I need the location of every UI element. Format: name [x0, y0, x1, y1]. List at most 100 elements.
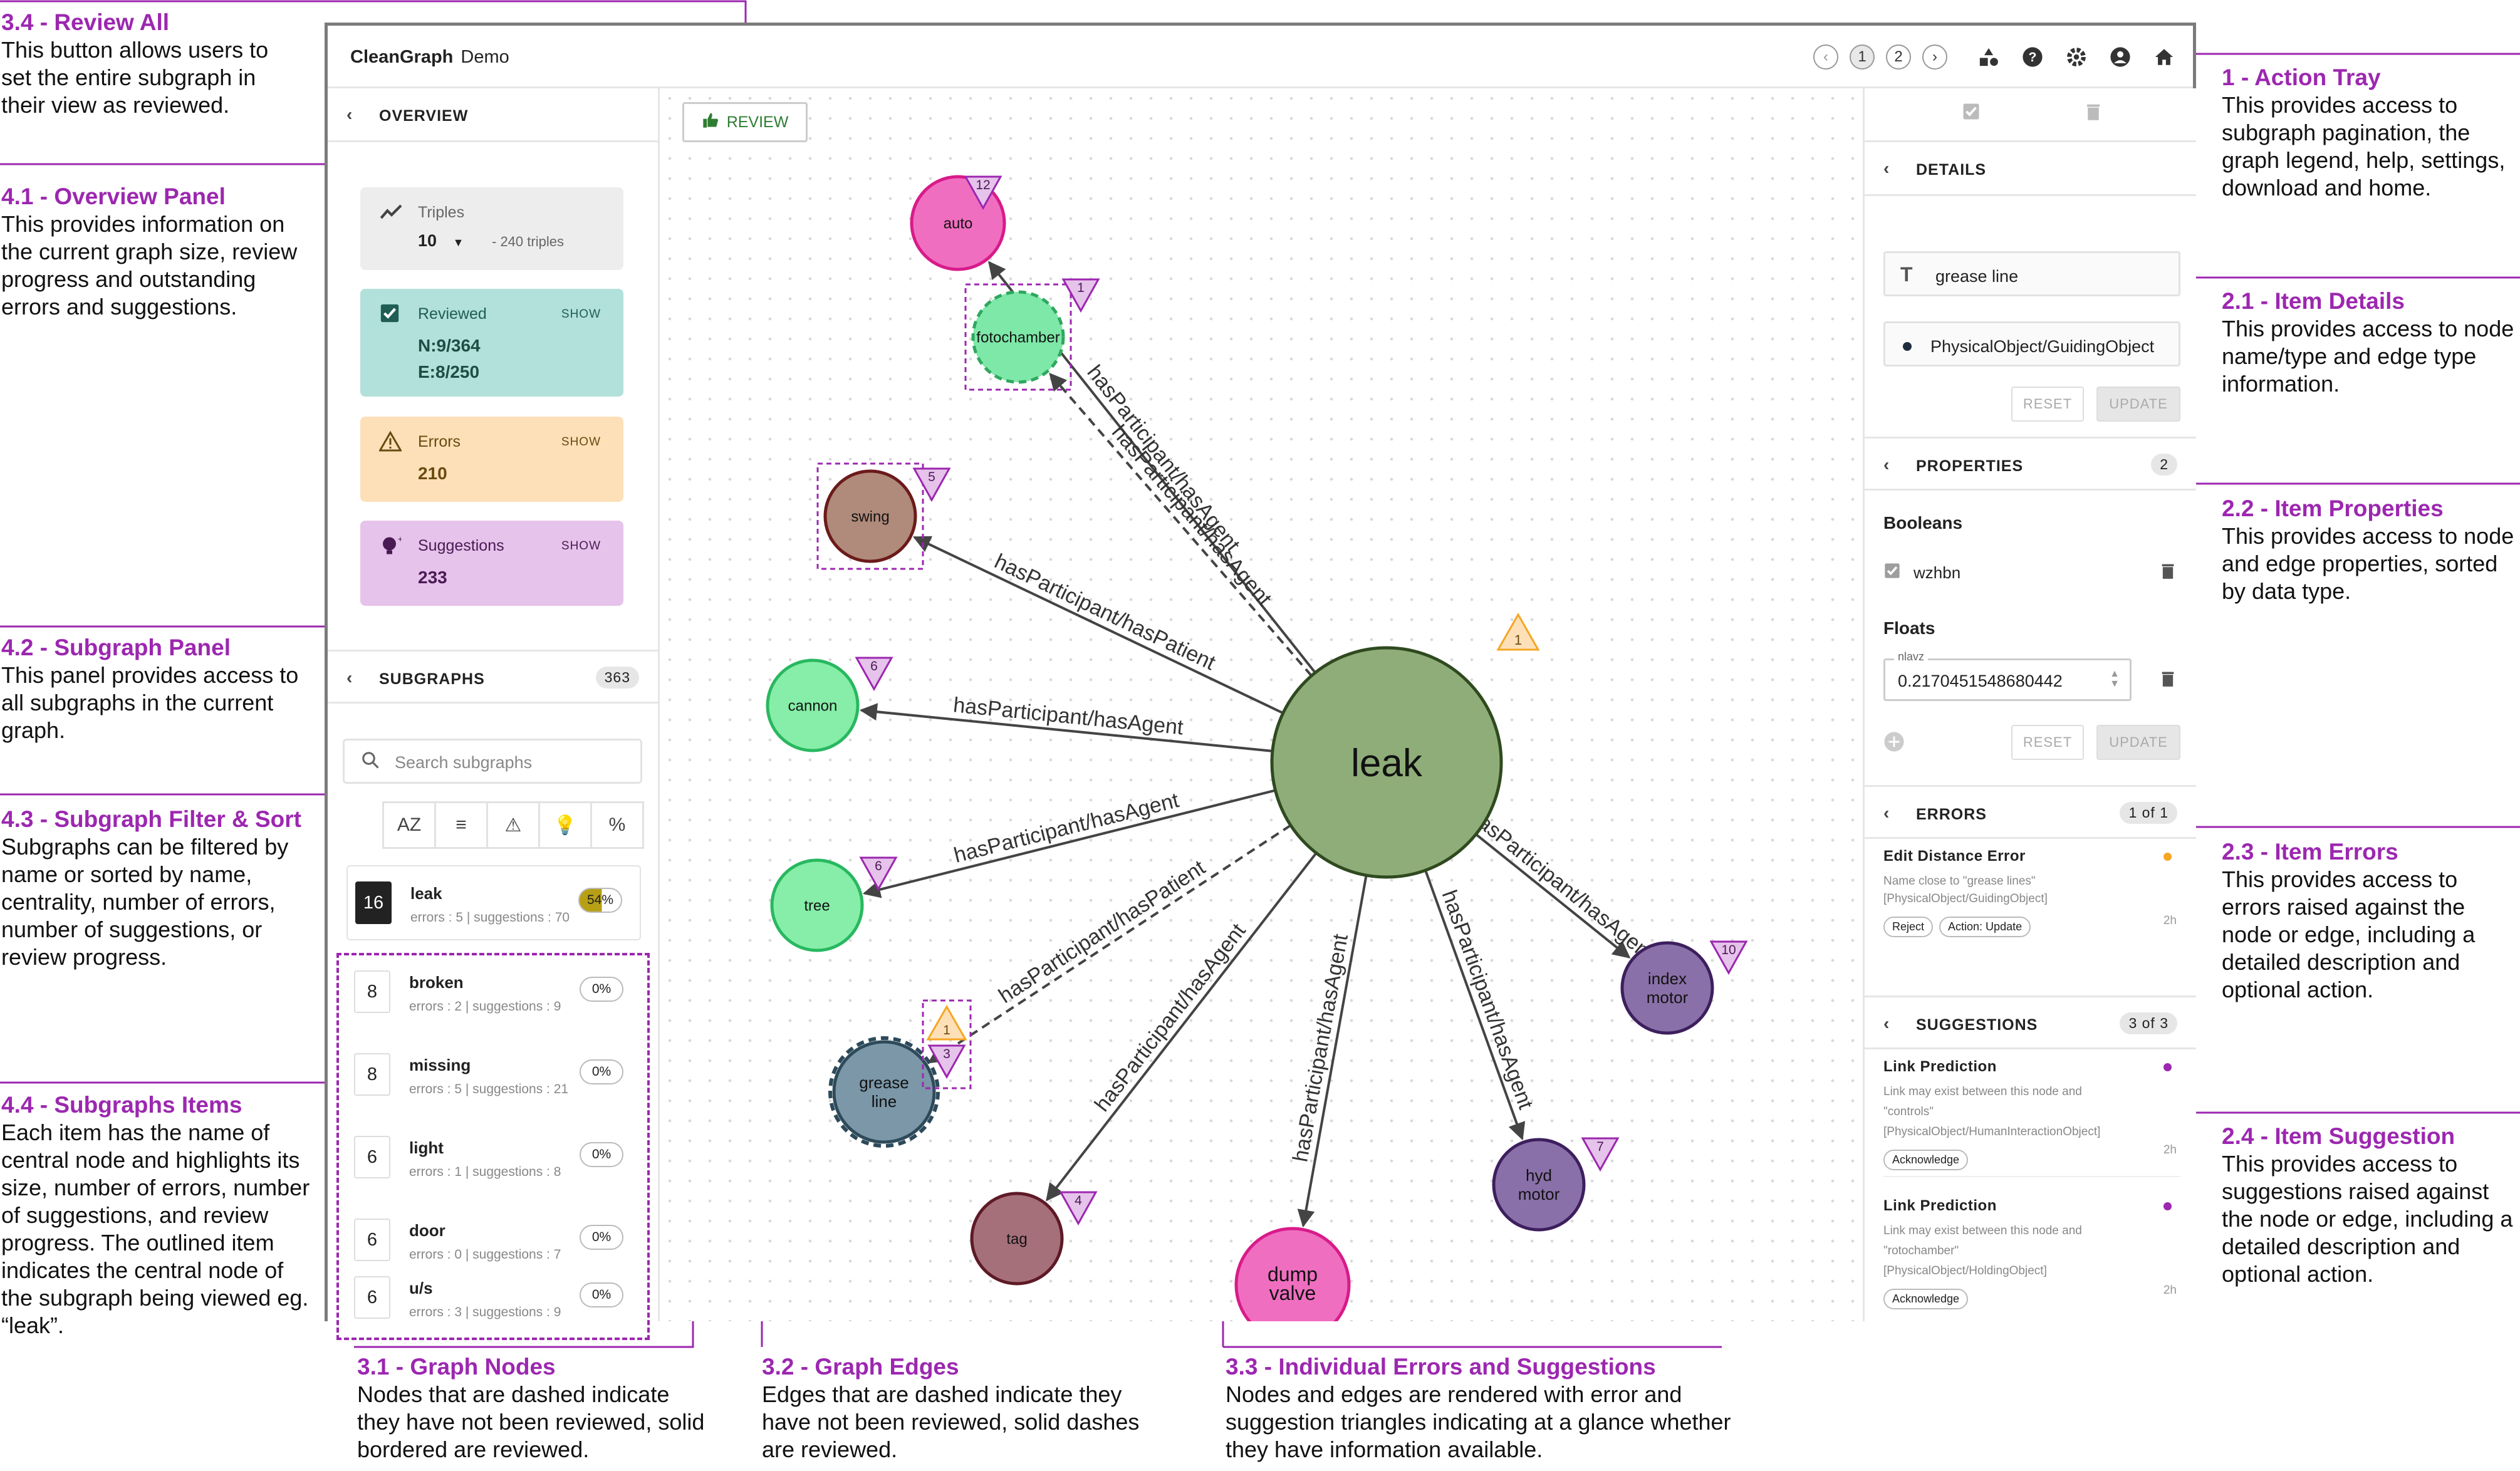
graph-edge-hyd-motor[interactable]	[1424, 870, 1526, 1141]
add-property-icon[interactable]	[1883, 731, 1905, 756]
suggestions-label: Suggestions	[418, 537, 504, 554]
error-triangle-icon[interactable]	[926, 1004, 967, 1041]
subgraph-progress: 0%	[580, 1282, 623, 1307]
suggestions-header[interactable]: ‹ SUGGESTIONS 3 of 3	[1865, 995, 2196, 1049]
graph-node-tree[interactable]	[770, 858, 864, 952]
page-2-button[interactable]: 2	[1886, 44, 1911, 70]
graph-edge-index-motor[interactable]	[1475, 833, 1631, 959]
checkbox-icon[interactable]	[1883, 562, 1901, 583]
suggestion-triangle-icon[interactable]	[859, 856, 898, 891]
suggestion-triangle-icon[interactable]	[1581, 1137, 1620, 1172]
float-property-input[interactable]: nlavz 0.2170451548680442 ▲▼	[1883, 650, 2132, 701]
annotation-title: 4.1 - Overview Panel	[1, 184, 226, 209]
graph-edge-dump-valve[interactable]	[1297, 875, 1368, 1228]
node-type-select[interactable]: PhysicalObject/GuidingObject	[1883, 321, 2180, 366]
suggestion-triangle-icon[interactable]	[964, 175, 1002, 211]
graph-node-swing[interactable]	[823, 469, 917, 563]
subgraph-item-light[interactable]: 6 light errors : 1 | suggestions : 8 0%	[346, 1121, 641, 1196]
error-status-dot	[2163, 853, 2172, 861]
graph-node-center[interactable]	[1270, 646, 1503, 879]
graph-node-tag[interactable]	[970, 1192, 1064, 1286]
download-icon[interactable]	[2104, 41, 2137, 73]
settings-icon[interactable]	[2060, 41, 2093, 73]
chevron-left-icon[interactable]: ‹	[1883, 159, 1890, 178]
error-triangle-icon[interactable]	[1496, 612, 1540, 651]
graph-edge-tree[interactable]	[862, 789, 1276, 898]
suggestion-triangle-icon[interactable]	[1709, 940, 1748, 975]
chevron-left-icon[interactable]: ‹	[1883, 1014, 1890, 1033]
graph-node-fotochamber[interactable]	[971, 290, 1065, 384]
graph-node-dump-valve[interactable]	[1234, 1227, 1351, 1321]
details-update-button[interactable]: UPDATE	[2096, 387, 2180, 422]
chevron-left-icon[interactable]: ‹	[346, 668, 353, 687]
graph-canvas[interactable]: REVIEW hasParticipant/hasAgent hasPartici…	[660, 88, 1863, 1321]
sort-suggestions-button[interactable]: 💡	[538, 801, 592, 849]
suggestion-triangle-icon[interactable]	[1059, 1191, 1098, 1226]
search-subgraphs-input[interactable]: Search subgraphs	[343, 739, 642, 784]
chevron-left-icon[interactable]: ‹	[346, 105, 353, 124]
subgraphs-header[interactable]: ‹ SUBGRAPHS 363	[328, 650, 658, 704]
graph-edge-grease-line[interactable]	[927, 824, 1292, 1064]
graph-node-cannon[interactable]	[766, 658, 860, 752]
sort-alpha-button[interactable]: AZ	[382, 801, 436, 849]
trash-icon[interactable]	[2160, 670, 2175, 690]
suggestion-triangle-icon[interactable]	[1061, 278, 1100, 313]
home-icon[interactable]	[2148, 41, 2180, 73]
sort-errors-button[interactable]: ⚠	[486, 801, 540, 849]
subgraph-item-missing[interactable]: 8 missing errors : 5 | suggestions : 21 …	[346, 1038, 641, 1113]
sort-progress-button[interactable]: %	[590, 801, 644, 849]
legend-icon[interactable]	[1972, 41, 2005, 73]
subgraph-item-door[interactable]: 6 door errors : 0 | suggestions : 7 0%	[346, 1203, 641, 1279]
properties-header[interactable]: ‹ PROPERTIES 2	[1865, 437, 2196, 491]
properties-update-button[interactable]: UPDATE	[2096, 725, 2180, 760]
acknowledge-button[interactable]: Acknowledge	[1883, 1289, 1969, 1309]
sort-centrality-button[interactable]: ≡	[434, 801, 488, 849]
subgraph-item-broken[interactable]: 8 broken errors : 2 | suggestions : 9 0%	[346, 955, 641, 1031]
details-header[interactable]: ‹ DETAILS	[1865, 142, 2196, 196]
suggestions-show-link[interactable]: SHOW	[561, 539, 601, 553]
error-age: 2h	[2163, 914, 2177, 927]
graph-node-grease-line[interactable]	[832, 1040, 936, 1144]
edge-label: hasParticipant/hasAgent	[1464, 803, 1660, 967]
properties-reset-button[interactable]: RESET	[2011, 725, 2084, 760]
graph-node-hyd-motor[interactable]	[1492, 1138, 1586, 1232]
action-update-button[interactable]: Action: Update	[1939, 917, 2031, 937]
chevron-left-icon[interactable]: ‹	[1883, 455, 1890, 474]
graph-edge-tag[interactable]	[1046, 852, 1318, 1202]
properties-count: 2	[2151, 454, 2177, 476]
subgraph-item-leak[interactable]: 16 leak errors : 5 | suggestions : 70 54…	[346, 865, 641, 940]
node-name-field[interactable]: T grease line	[1883, 251, 2180, 296]
details-reset-button[interactable]: RESET	[2011, 387, 2084, 422]
triples-select[interactable]: 10 ▼	[418, 231, 464, 251]
graph-edge-cannon[interactable]	[859, 703, 1273, 752]
subgraph-item-us[interactable]: 6 u/s errors : 3 | suggestions : 9 0%	[346, 1261, 641, 1331]
review-all-button[interactable]: REVIEW	[682, 102, 808, 142]
suggestion-triangle-icon[interactable]	[912, 467, 951, 502]
graph-edge-swing[interactable]	[912, 536, 1284, 715]
reviewed-show-link[interactable]: SHOW	[561, 308, 601, 321]
boolean-property-name: wzhbn	[1913, 563, 1961, 582]
suggestion-triangle-icon[interactable]	[855, 657, 893, 692]
stepper-icon[interactable]: ▲▼	[2110, 668, 2120, 689]
chevron-left-icon[interactable]: ‹	[1883, 803, 1890, 823]
errors-show-link[interactable]: SHOW	[561, 435, 601, 449]
edge-label: hasParticipant/hasPatient	[991, 549, 1219, 675]
overview-header[interactable]: ‹ OVERVIEW	[328, 88, 658, 142]
help-icon[interactable]: ?	[2016, 41, 2049, 73]
graph-edge-fotochamber[interactable]	[1049, 372, 1313, 677]
annotation-text: Nodes that are dashed indicate they have…	[357, 1381, 705, 1462]
trash-icon[interactable]	[2085, 102, 2101, 126]
page-prev-button[interactable]: ‹	[1813, 44, 1838, 70]
node-name-value: grease line	[1935, 267, 2019, 286]
page-1-button[interactable]: 1	[1850, 44, 1875, 70]
acknowledge-button[interactable]: Acknowledge	[1883, 1150, 1969, 1170]
graph-node-index-motor[interactable]	[1620, 941, 1714, 1035]
error-title: Edit Distance Error	[1883, 848, 2026, 865]
trash-icon[interactable]	[2160, 562, 2175, 583]
check-icon[interactable]	[1962, 102, 1981, 126]
errors-header[interactable]: ‹ ERRORS 1 of 1	[1865, 785, 2196, 839]
page-next-button[interactable]: ›	[1922, 44, 1947, 70]
suggestion-triangle-icon[interactable]	[927, 1044, 966, 1079]
annotation-review-all: 3.4 - Review All This button allows user…	[1, 9, 302, 119]
reject-button[interactable]: Reject	[1883, 917, 1934, 937]
